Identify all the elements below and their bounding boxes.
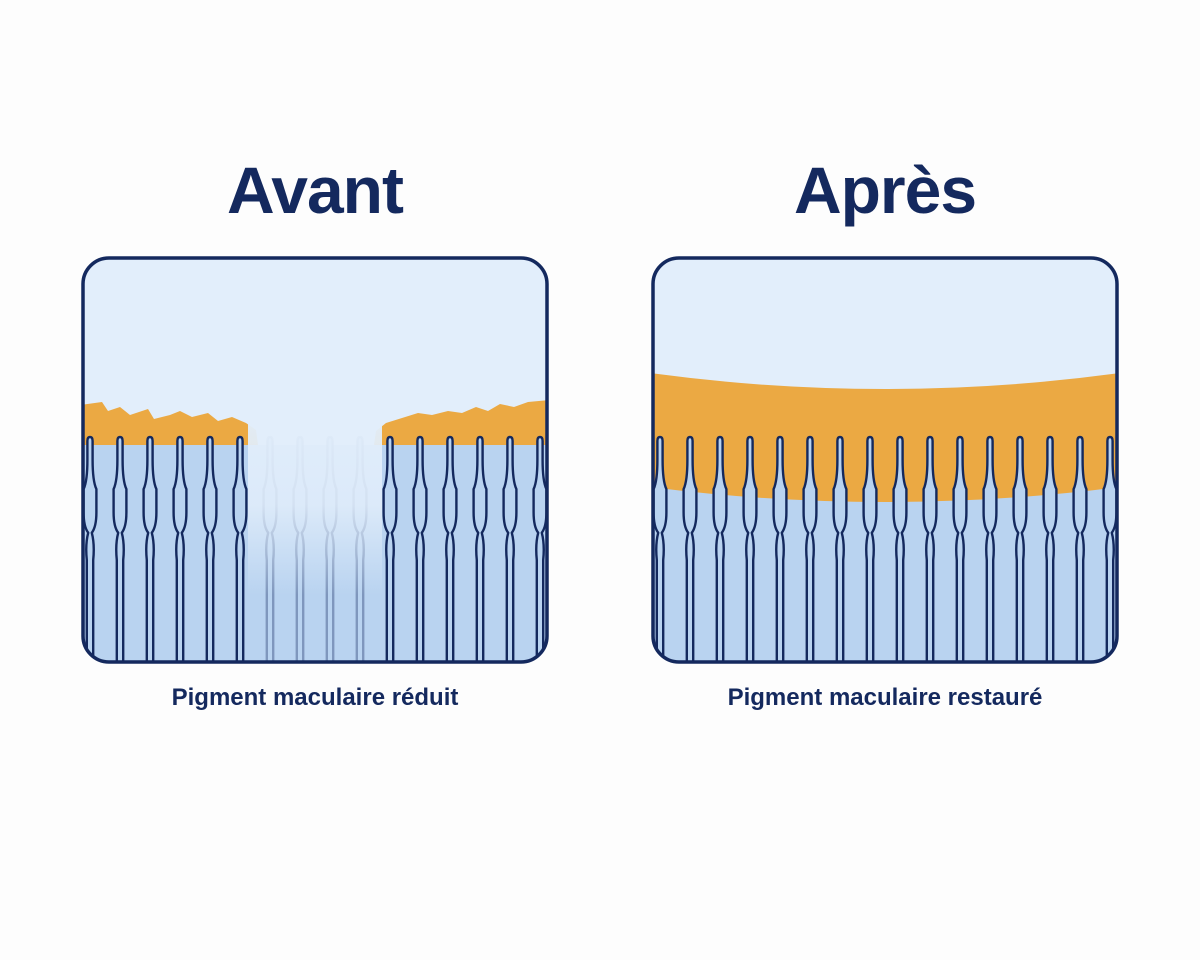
photoreceptor-cell bbox=[382, 435, 398, 662]
photoreceptor-cell bbox=[682, 435, 698, 662]
pigment-patch-left bbox=[83, 402, 258, 445]
photoreceptor-cell bbox=[232, 435, 248, 662]
panel-after: Après Pigment maculaire restauré bbox=[650, 0, 1120, 960]
photoreceptor-cell bbox=[172, 435, 188, 662]
photoreceptor-cell bbox=[532, 435, 547, 662]
retina-svg-before bbox=[81, 256, 549, 664]
photoreceptor-cell bbox=[952, 435, 968, 662]
panel-title-after: Après bbox=[793, 153, 977, 227]
photoreceptor-cell bbox=[202, 435, 218, 662]
photoreceptor-cell bbox=[832, 435, 848, 662]
retina-layers bbox=[83, 258, 547, 662]
photoreceptor-cell bbox=[1042, 435, 1058, 662]
panel-before: Avant Pigment maculaire réduit bbox=[80, 0, 550, 960]
photoreceptor-cell bbox=[502, 435, 518, 662]
photoreceptor-cell bbox=[472, 435, 488, 662]
retina-illustration-after bbox=[650, 255, 1120, 665]
photoreceptor-cell bbox=[412, 435, 428, 662]
photoreceptor-cell bbox=[1102, 435, 1117, 662]
photoreceptor-cell bbox=[862, 435, 878, 662]
photoreceptor-cell bbox=[712, 435, 728, 662]
retina-illustration-before bbox=[80, 255, 550, 665]
photoreceptor-cell bbox=[892, 435, 908, 662]
pigment-patch-right bbox=[374, 400, 547, 445]
photoreceptor-cell bbox=[772, 435, 788, 662]
macular-pigment-band bbox=[653, 373, 1117, 465]
retina-layers bbox=[653, 258, 1117, 662]
panel-title-before: Avant bbox=[227, 153, 404, 227]
photoreceptor-cell bbox=[802, 435, 818, 662]
illustration-frame bbox=[81, 256, 549, 664]
photoreceptor-cell bbox=[1012, 435, 1028, 662]
illustration-frame bbox=[651, 256, 1119, 664]
photoreceptor-cell bbox=[442, 435, 458, 662]
macular-pigment-lower bbox=[653, 445, 1117, 502]
photoreceptor-cell bbox=[142, 435, 158, 662]
photoreceptor-cell bbox=[922, 435, 938, 662]
degeneration-fade bbox=[248, 395, 382, 595]
photoreceptor-cell bbox=[112, 435, 128, 662]
panel-caption-before: Pigment maculaire réduit bbox=[171, 684, 459, 711]
photoreceptor-cell bbox=[982, 435, 998, 662]
photoreceptor-cell bbox=[742, 435, 758, 662]
retina-svg-after bbox=[651, 256, 1119, 664]
photoreceptor-cell bbox=[1072, 435, 1088, 662]
panel-caption-after: Pigment maculaire restauré bbox=[727, 684, 1043, 711]
